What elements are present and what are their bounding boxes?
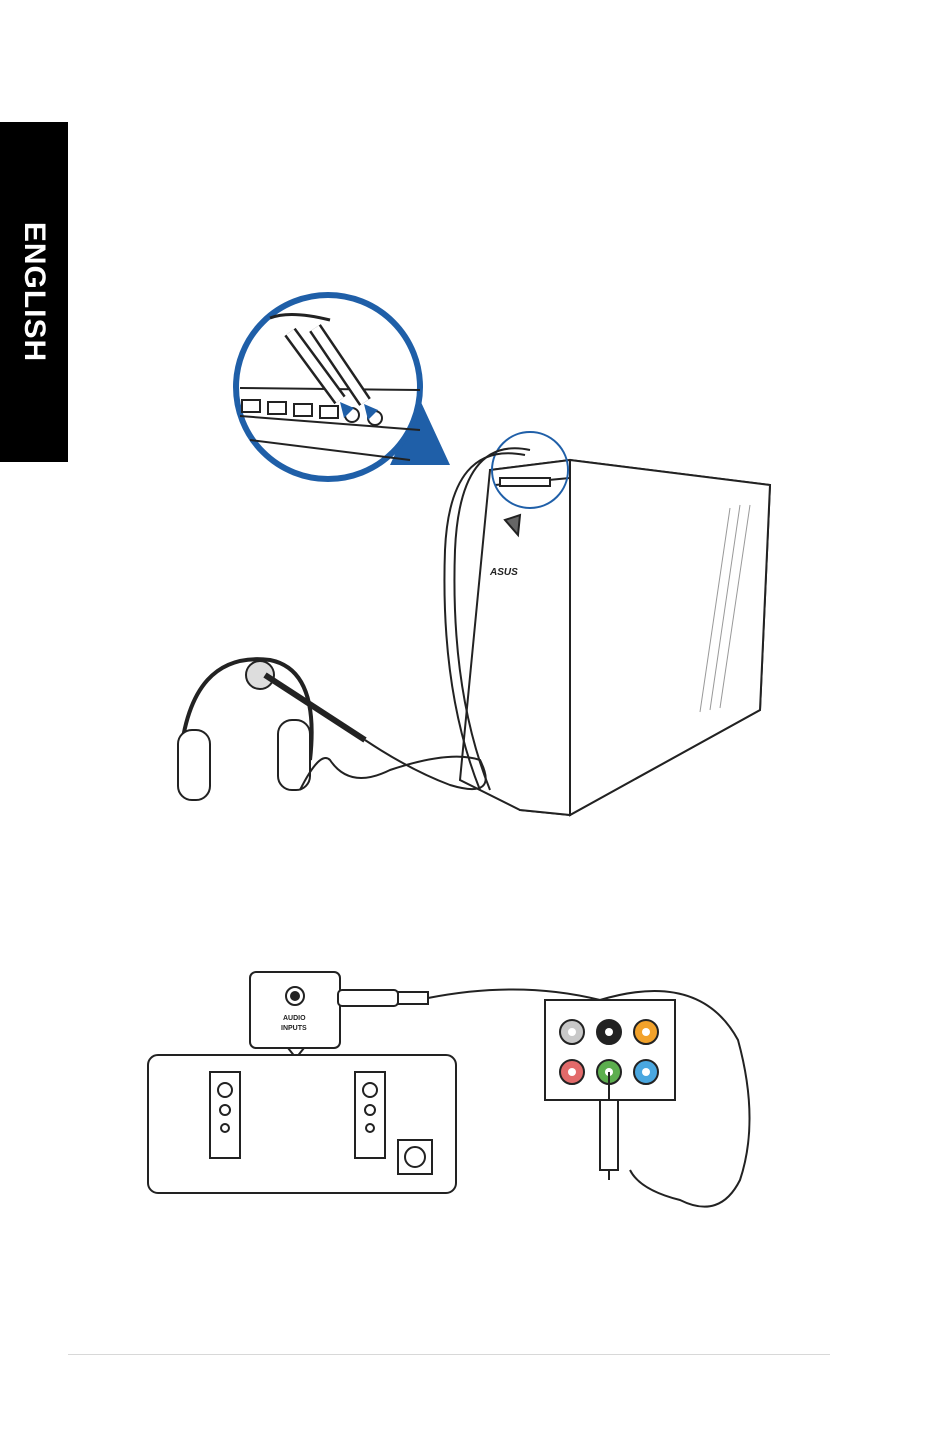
case-brand-logo: ASUS xyxy=(489,567,518,578)
headset xyxy=(178,659,365,800)
audio-inputs-label-line2: INPUTS xyxy=(281,1025,307,1032)
right-speaker xyxy=(355,1072,385,1158)
left-earcup xyxy=(178,730,210,800)
magnifier-callout xyxy=(236,295,450,479)
front-usb-strip xyxy=(500,478,550,486)
speaker-connection-illustration: AUDIO INPUTS xyxy=(140,960,760,1230)
left-speaker xyxy=(210,1072,240,1158)
footer-divider xyxy=(68,1354,830,1355)
rca-plug xyxy=(338,990,398,1006)
audio-input-callout: AUDIO INPUTS xyxy=(250,972,428,1058)
language-label: ENGLISH xyxy=(17,222,51,362)
headset-connection-illustration: ASUS xyxy=(150,290,790,850)
subwoofer xyxy=(398,1140,432,1174)
audio-inputs-label-line1: AUDIO xyxy=(283,1015,306,1022)
desktop-tower: ASUS xyxy=(460,460,770,815)
language-side-tab: ENGLISH xyxy=(0,122,68,462)
speaker-set-panel xyxy=(148,1055,456,1193)
rca-plug-bottom xyxy=(600,1100,618,1170)
